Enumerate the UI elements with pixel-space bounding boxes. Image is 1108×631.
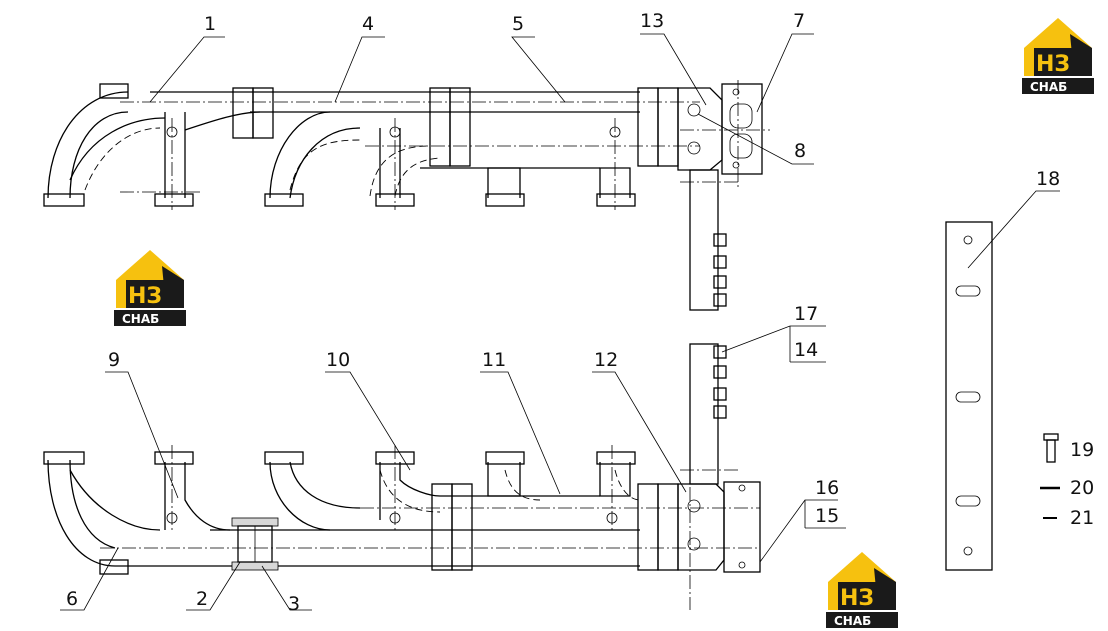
callout-8: 8: [794, 140, 806, 162]
callout-4: 4: [362, 13, 374, 35]
callout-12: 12: [594, 349, 618, 371]
callout-19: 19: [1070, 439, 1094, 461]
callout-13: 13: [640, 10, 664, 32]
callout-20: 20: [1070, 477, 1094, 499]
callout-11: 11: [482, 349, 506, 371]
callout-10: 10: [326, 349, 350, 371]
bottom-manifold: [43, 343, 761, 610]
callout-15: 15: [815, 505, 839, 527]
logo-subtitle: СНАБ: [1030, 80, 1067, 94]
logo-letters: НЗ: [1036, 52, 1070, 77]
logo-subtitle: СНАБ: [834, 614, 871, 628]
logo-subtitle: СНАБ: [122, 312, 159, 326]
callout-21: 21: [1070, 507, 1094, 529]
callout-9: 9: [108, 349, 120, 371]
callout-6: 6: [66, 588, 78, 610]
callout-3: 3: [288, 593, 300, 615]
callout-17: 17: [794, 303, 818, 325]
callout-7: 7: [793, 10, 805, 32]
callout-18: 18: [1036, 168, 1060, 190]
brand-logo-left: НЗ СНАБ: [114, 250, 186, 326]
logo-letters: НЗ: [128, 284, 162, 309]
callout-16: 16: [815, 477, 839, 499]
leader-lines: [60, 33, 1060, 611]
callout-14: 14: [794, 339, 818, 361]
brand-logo-bottom: НЗ СНАБ: [826, 552, 898, 628]
callout-1: 1: [204, 13, 216, 35]
top-manifold: [43, 80, 770, 311]
callout-2: 2: [196, 588, 208, 610]
logo-letters: НЗ: [840, 586, 874, 611]
callout-5: 5: [512, 13, 524, 35]
gasket-plate: [945, 221, 993, 571]
brand-logo-top-right: НЗ СНАБ: [1022, 18, 1094, 94]
bolt-icon: [1043, 433, 1059, 463]
